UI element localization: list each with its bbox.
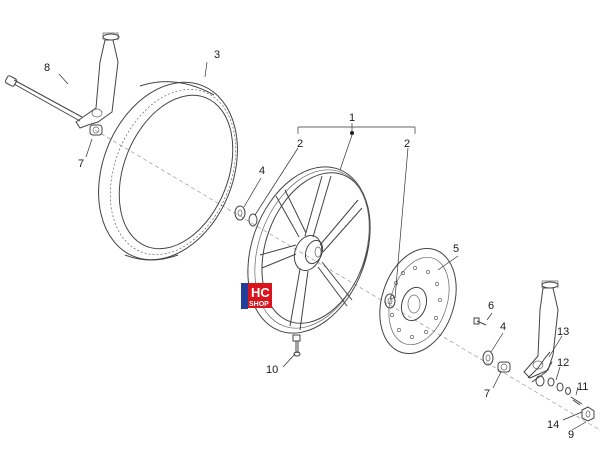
speedometer-drive <box>527 351 553 387</box>
left-spacer <box>89 124 103 136</box>
callout-4-right: 4 <box>500 321 506 333</box>
right-oil-seal <box>384 293 396 309</box>
callout-3: 3 <box>214 49 220 61</box>
logo-text-hc: HC <box>251 285 270 300</box>
split-pin <box>570 396 583 406</box>
callout-5: 5 <box>453 243 459 255</box>
callout-7-left: 7 <box>78 158 84 170</box>
callout-13: 13 <box>557 326 569 338</box>
callout-14: 14 <box>547 419 559 431</box>
logo-text-shop: SHOP <box>249 301 269 308</box>
disc-screw <box>473 317 487 326</box>
callout-4-left: 4 <box>259 165 265 177</box>
leader-lines <box>58 61 587 431</box>
hc-shop-logo: HC SHOP <box>241 283 272 309</box>
callout-8: 8 <box>44 62 50 74</box>
axle-centerline <box>94 129 600 431</box>
callout-labels: 8 3 7 1 2 2 4 5 6 4 13 12 10 7 11 14 9 <box>44 49 588 441</box>
callout-11: 11 <box>577 381 588 393</box>
callout-2-left: 2 <box>297 138 303 150</box>
tire <box>98 81 238 261</box>
callout-12: 12 <box>557 357 569 369</box>
left-bearing <box>234 205 246 221</box>
tire-valve <box>292 334 301 357</box>
callout-6: 6 <box>488 300 494 312</box>
callout-7-right: 7 <box>484 388 490 400</box>
axle-nut <box>581 406 595 422</box>
axle-bolt <box>4 75 83 122</box>
callout-1: 1 <box>349 112 355 124</box>
right-fork-leg <box>523 280 559 379</box>
washer-group <box>547 377 571 395</box>
right-bearing <box>482 350 494 366</box>
brake-disc <box>379 247 457 355</box>
left-fork-leg <box>75 32 120 129</box>
left-oil-seal <box>248 213 258 227</box>
callout-10: 10 <box>266 364 278 376</box>
callout-9: 9 <box>568 429 574 441</box>
wheel-rim <box>247 166 371 334</box>
right-spacer <box>497 361 511 373</box>
callout-2-right: 2 <box>404 138 410 150</box>
